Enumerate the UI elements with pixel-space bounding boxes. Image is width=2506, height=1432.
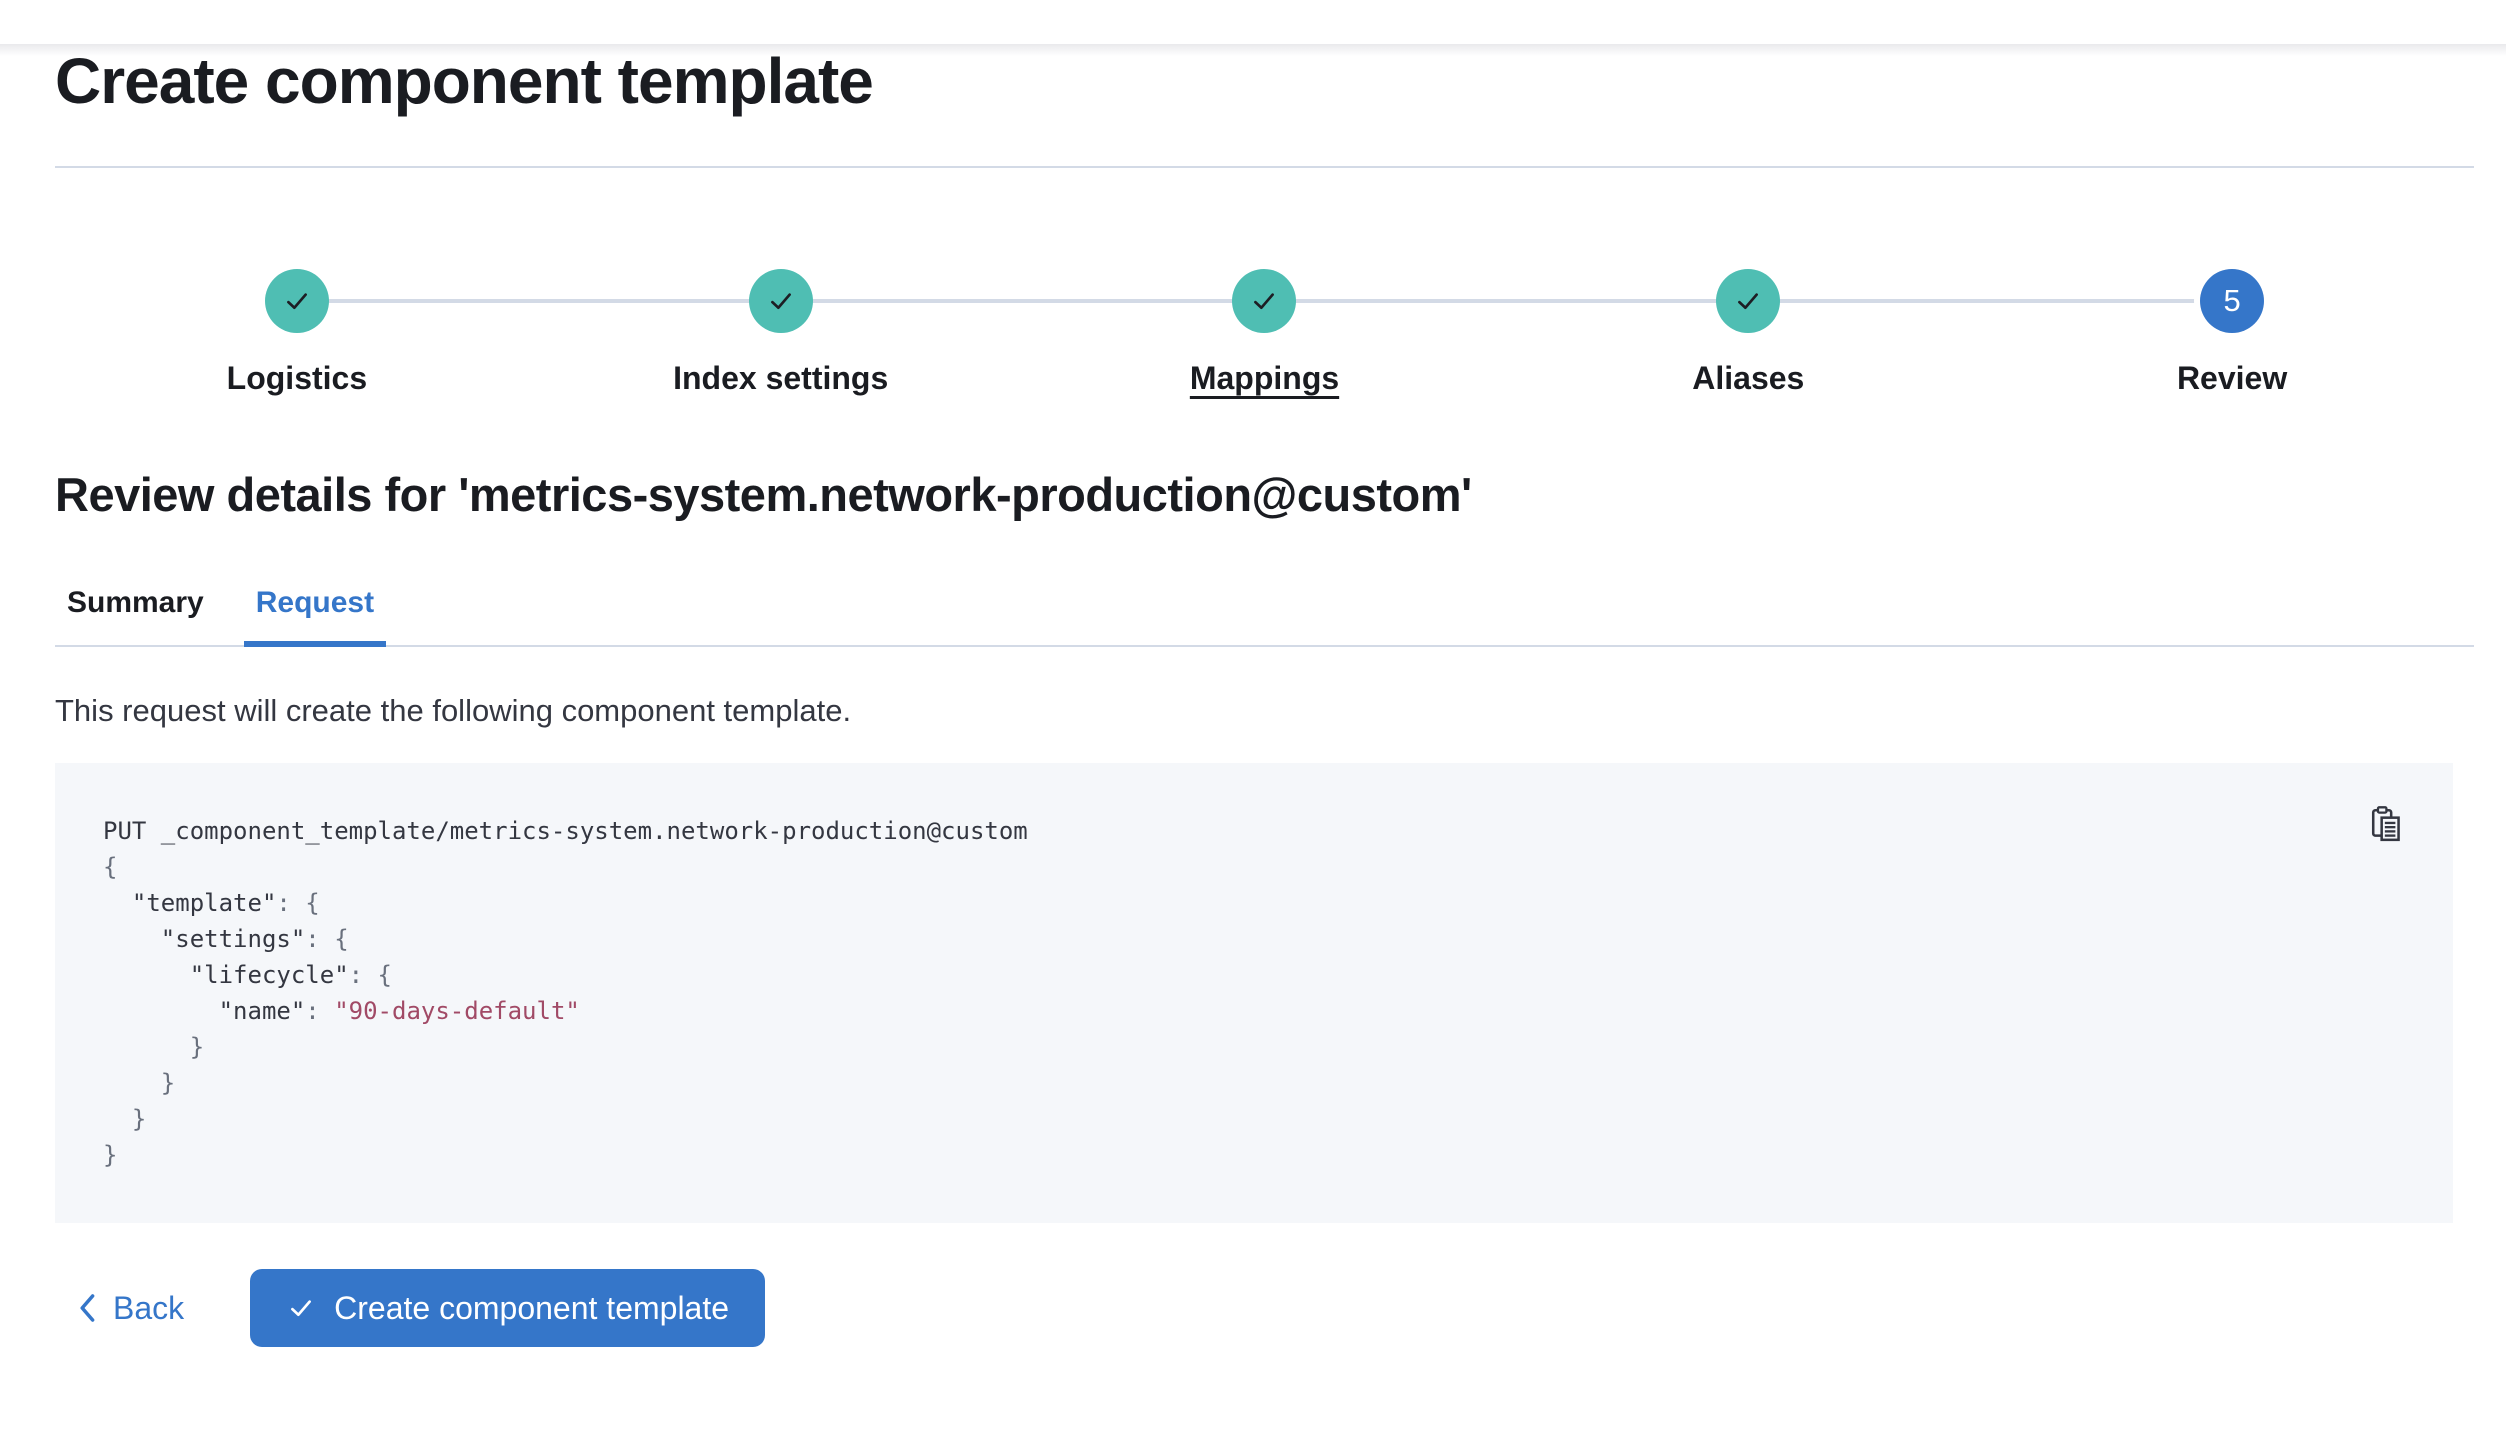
- code-line: "settings": {: [160, 925, 349, 953]
- page-title: Create component template: [55, 45, 874, 117]
- check-icon: [291, 1300, 312, 1317]
- code-line: PUT _component_template/metrics-system.n…: [103, 817, 1028, 845]
- step-complete-circle[interactable]: [1716, 269, 1781, 333]
- tab-request[interactable]: Request: [243, 585, 387, 647]
- copy-clipboard-icon: [2371, 806, 2400, 842]
- step-label[interactable]: Review: [2176, 360, 2288, 396]
- request-description: This request will create the following c…: [55, 693, 852, 728]
- step-complete-circle[interactable]: [1232, 269, 1297, 333]
- step-review[interactable]: 5 Review: [1990, 269, 2474, 397]
- back-button[interactable]: Back: [77, 1290, 184, 1327]
- code-line: "name": "90-days-default": [218, 997, 580, 1025]
- check-icon: [286, 293, 307, 310]
- code-line: }: [103, 1069, 176, 1097]
- tab-bar: Summary Request: [55, 585, 2474, 647]
- step-complete-circle[interactable]: [264, 269, 329, 333]
- code-line: }: [103, 1105, 147, 1133]
- chevron-left-icon: [80, 1294, 95, 1322]
- step-index-settings[interactable]: Index settings: [539, 269, 1023, 397]
- step-current-circle[interactable]: 5: [2200, 269, 2265, 333]
- review-heading: Review details for 'metrics-system.netwo…: [55, 468, 1472, 521]
- step-complete-circle[interactable]: [748, 269, 813, 333]
- step-label[interactable]: Aliases: [1692, 360, 1805, 396]
- code-line: }: [103, 1033, 205, 1061]
- code-line: "lifecycle": {: [189, 961, 393, 989]
- code-line: }: [103, 1141, 118, 1169]
- check-icon: [1738, 293, 1759, 310]
- create-component-template-button[interactable]: Create component template: [250, 1269, 766, 1347]
- step-label[interactable]: Logistics: [226, 360, 368, 396]
- tab-summary[interactable]: Summary: [55, 585, 216, 647]
- create-component-template-page: Create component template Logistics Inde…: [0, 44, 2506, 1347]
- code-line: "template": {: [131, 889, 320, 917]
- code-content: PUT _component_template/metrics-system.n…: [103, 813, 2405, 1173]
- copy-button[interactable]: [2371, 805, 2405, 843]
- step-aliases[interactable]: Aliases: [1506, 269, 1990, 397]
- code-line: {: [103, 853, 118, 881]
- step-number: 5: [2223, 283, 2241, 318]
- footer-actions: Back Create component template: [55, 1269, 2474, 1347]
- check-icon: [1254, 293, 1275, 310]
- step-label[interactable]: Index settings: [673, 360, 889, 396]
- title-divider: [55, 166, 2474, 168]
- request-code-block: PUT _component_template/metrics-system.n…: [55, 763, 2453, 1223]
- step-mappings[interactable]: Mappings: [1023, 269, 1507, 397]
- back-label: Back: [113, 1289, 185, 1326]
- step-progress: Logistics Index settings Mappings: [55, 269, 2474, 397]
- step-label[interactable]: Mappings: [1189, 360, 1340, 396]
- step-logistics[interactable]: Logistics: [55, 269, 539, 397]
- create-button-label: Create component template: [334, 1289, 730, 1326]
- check-icon: [770, 293, 791, 310]
